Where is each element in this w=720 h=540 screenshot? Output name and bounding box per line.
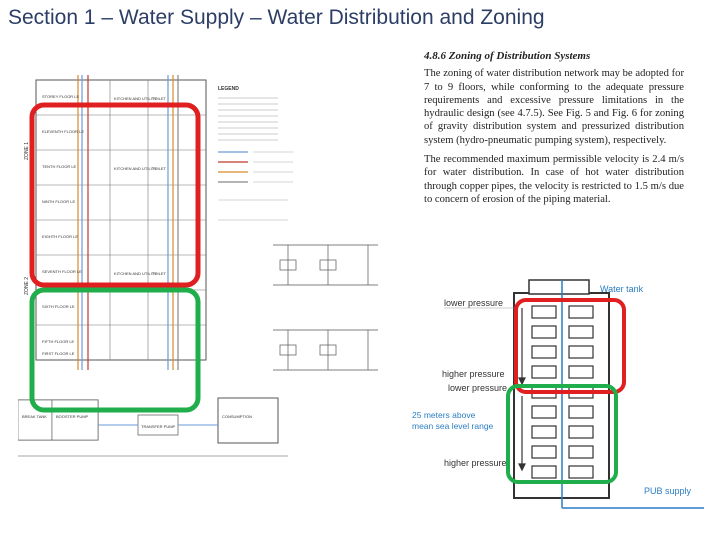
pressure-label: lower pressure xyxy=(448,383,507,393)
svg-text:BOOSTER PUMP: BOOSTER PUMP xyxy=(56,414,89,419)
floor-label: SIXTH FLOOR LE xyxy=(42,304,75,309)
pressure-label: higher pressure xyxy=(442,369,505,379)
basement-plant: BREAK TANK BOOSTER PUMP CONSUMPTION TRAN… xyxy=(17,397,288,457)
building-sketch: Water tank lower pressure higher pressur… xyxy=(404,268,716,520)
floor-label: TENTH FLOOR LE xyxy=(42,164,77,169)
pressure-label: lower pressure xyxy=(444,298,503,308)
riser-drawing: STOREY FLOOR LE ELEVENTH FLOOR LE TENTH … xyxy=(17,70,420,516)
svg-text:LEGEND: LEGEND xyxy=(218,86,239,92)
floor-label: FIRST FLOOR LE xyxy=(42,351,75,356)
floor-label: SEVENTH FLOOR LE xyxy=(42,269,82,274)
floor-label: ELEVENTH FLOOR LE xyxy=(42,129,84,134)
pressure-sketch: Water tank lower pressure higher pressur… xyxy=(412,279,704,509)
zone-1-label: ZONE 1 xyxy=(24,142,30,160)
unit-label: KITCHEN AND UTILITY xyxy=(114,96,157,101)
floor-label: STOREY FLOOR LE xyxy=(42,94,80,99)
svg-text:BREAK TANK: BREAK TANK xyxy=(22,414,47,419)
lower-zone-outline xyxy=(506,384,618,484)
pub-supply-label: PUB supply xyxy=(644,486,692,496)
pressure-label: higher pressure xyxy=(444,458,507,468)
paragraph: The zoning of water distribution network… xyxy=(424,68,684,146)
floor-label: EIGHTH FLOOR LE xyxy=(42,234,78,239)
unit-label: KITCHEN AND UTILITY xyxy=(114,166,157,171)
zone-1-outline xyxy=(29,102,201,288)
sea-level-note: 25 meters above mean sea level range xyxy=(412,410,494,431)
page-title: Section 1 – Water Supply – Water Distrib… xyxy=(8,6,545,29)
code-excerpt: 4.8.6 Zoning of Distribution Systems The… xyxy=(424,50,684,212)
floor-label: NINTH FLOOR LE xyxy=(42,199,75,204)
svg-text:TRANSFER PUMP: TRANSFER PUMP xyxy=(141,424,176,429)
section-heading: 4.8.6 Zoning of Distribution Systems xyxy=(424,50,591,62)
riser-diagram: STOREY FLOOR LE ELEVENTH FLOOR LE TENTH … xyxy=(17,75,378,457)
water-tank-icon xyxy=(528,279,590,295)
floor-label: FIFTH FLOOR LE xyxy=(42,339,75,344)
unit-label: TOILET xyxy=(152,271,166,276)
legend: LEGEND xyxy=(218,86,293,221)
paragraph: The recommended maximum permissible velo… xyxy=(424,154,684,205)
water-tank-label: Water tank xyxy=(600,284,644,294)
zone-2-outline xyxy=(29,287,201,413)
zone-2-label: ZONE 2 xyxy=(24,277,30,295)
unit-label: KITCHEN AND UTILITY xyxy=(114,271,157,276)
pump-schematic xyxy=(273,244,378,371)
svg-text:CONSUMPTION: CONSUMPTION xyxy=(222,414,252,419)
unit-label: TOILET xyxy=(152,96,166,101)
upper-zone-outline xyxy=(514,298,626,394)
unit-label: TOILET xyxy=(152,166,166,171)
